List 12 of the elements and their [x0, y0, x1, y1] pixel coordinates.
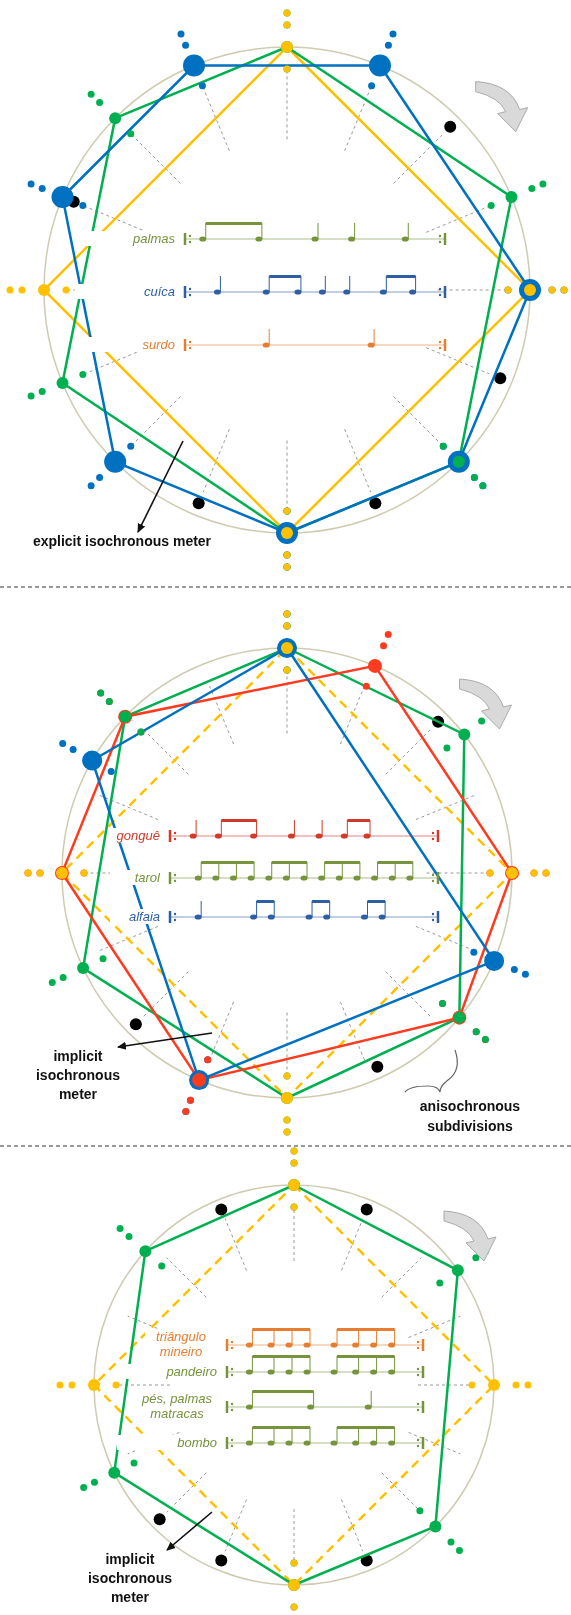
instrument-label: alfaia — [110, 908, 160, 924]
annotation-text: implicit isochronous meter — [80, 1550, 180, 1607]
annotation-text: explicit isochronous meter — [22, 532, 222, 551]
instrument-label: cuíca — [75, 283, 175, 299]
leader-line — [166, 1511, 213, 1551]
instrument-label: gonguê — [110, 827, 160, 843]
instrument-label: tarol — [110, 869, 160, 885]
annotation-text: implicit isochronous meter — [28, 1047, 128, 1104]
leader-line — [137, 440, 184, 533]
leader-line — [117, 1032, 213, 1050]
annotation-text: anisochronous subdivisions — [418, 1097, 522, 1136]
instrument-label: bombo — [117, 1434, 217, 1450]
